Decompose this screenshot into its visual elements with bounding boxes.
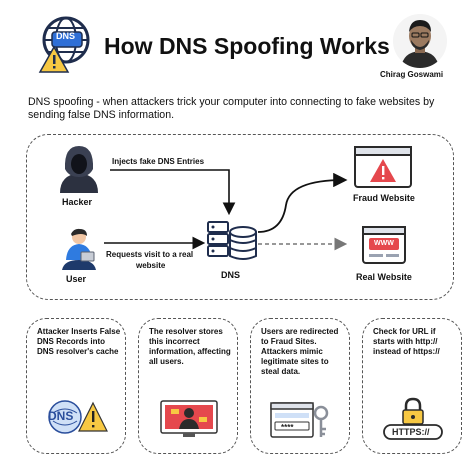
card-text: Attacker Inserts False DNS Records into … — [37, 327, 121, 356]
card-text: Users are redirected to Fraud Sites. Att… — [261, 327, 339, 376]
card-check-url: Check for URL if starts with http:// ins… — [362, 318, 462, 454]
request-label-line2: website — [136, 261, 166, 270]
card-attacker-inserts: Attacker Inserts False DNS Records into … — [26, 318, 126, 454]
fraud-arrow — [257, 172, 348, 233]
inject-arrow — [110, 169, 236, 216]
dns-warning-icon: DNS — [43, 397, 109, 437]
user-label: User — [66, 274, 87, 284]
user-icon — [60, 228, 98, 270]
hacker-icon — [56, 143, 102, 193]
card-resolver-stores: The resolver stores this incorrect infor… — [138, 318, 238, 454]
real-website-label: Real Website — [356, 272, 412, 282]
hacker-screen-icon — [157, 399, 221, 439]
page-title: How DNS Spoofing Works — [104, 33, 390, 59]
fraud-website-icon — [354, 146, 412, 188]
dns-server-icon — [206, 218, 258, 262]
www-text: WWW — [374, 240, 394, 247]
real-website-icon: WWW — [362, 226, 406, 264]
logo-text: DNS — [56, 31, 76, 41]
request-label-line1: Requests visit to a real — [106, 250, 194, 259]
password-text: **** — [281, 423, 294, 432]
https-lock-icon: HTTPS:// — [381, 397, 445, 441]
hacker-label: Hacker — [62, 197, 93, 207]
avatar — [393, 14, 447, 68]
inject-label: Injects fake DNS Entries — [112, 157, 205, 166]
card-users-redirected: Users are redirected to Fraud Sites. Att… — [250, 318, 350, 454]
fraud-website-label: Fraud Website — [353, 193, 415, 203]
https-text: HTTPS:// — [392, 427, 430, 437]
dns-icon-text: DNS — [48, 409, 74, 423]
flow-panel — [26, 134, 454, 300]
dns-logo-icon: DNS — [34, 14, 94, 74]
card-text: Check for URL if starts with http:// ins… — [373, 327, 440, 356]
dns-label: DNS — [221, 270, 241, 280]
card-text: The resolver stores this incorrect infor… — [149, 327, 231, 366]
password-key-icon: **** — [269, 401, 333, 441]
description: DNS spoofing - when attackers trick your… — [28, 96, 435, 121]
author-name: Chirag Goswami — [380, 70, 444, 79]
